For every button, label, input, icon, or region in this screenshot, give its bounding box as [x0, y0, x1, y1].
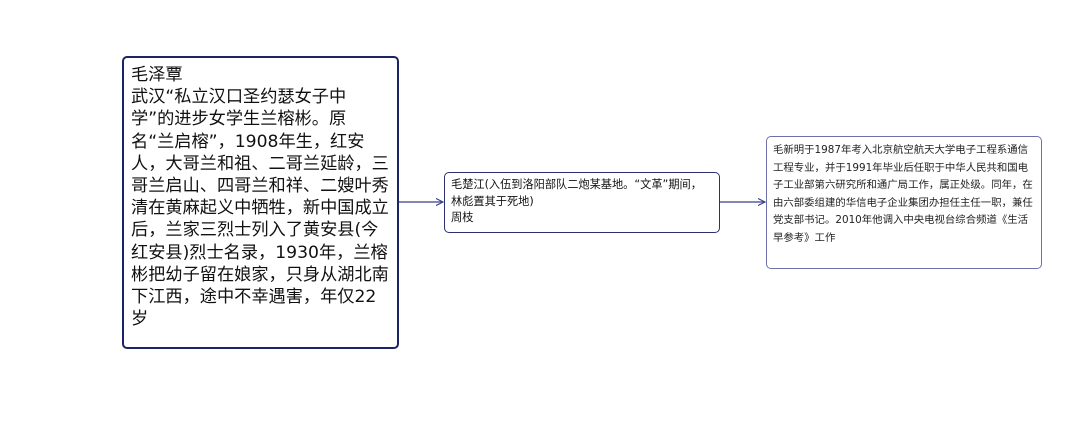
mao-zetan-node[interactable]: 毛泽覃 武汉“私立汉口圣约瑟女子中学”的进步女学生兰榕彬。原名“兰启榕”，190… — [122, 56, 399, 349]
mao-xinming-node[interactable]: 毛新明于1987年考入北京航空航天大学电子工程系通信工程专业，并于1991年毕业… — [766, 136, 1042, 269]
mao-chujiang-node[interactable]: 毛楚江(入伍到洛阳部队二炮某基地。“文革”期间，林彪置其于死地) 周枝 — [444, 172, 720, 233]
